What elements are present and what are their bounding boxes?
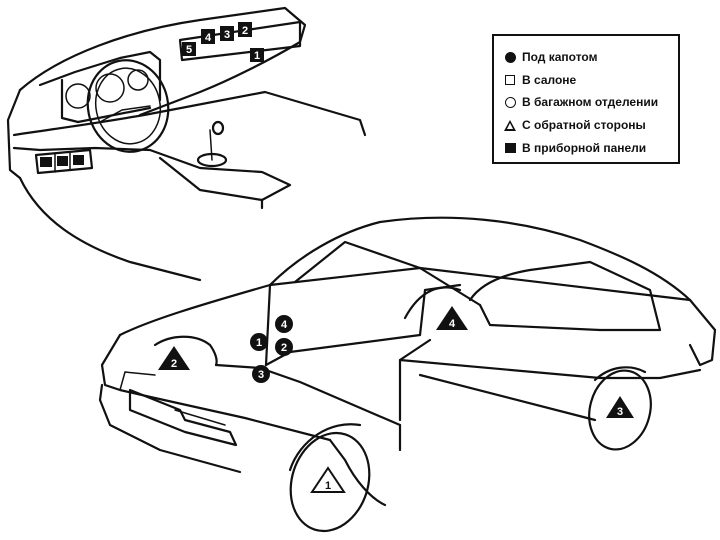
open-square-icon: [504, 74, 516, 86]
hood-marker: 4: [275, 315, 293, 333]
legend-label: Под капотом: [522, 50, 598, 65]
svg-text:2: 2: [281, 342, 287, 354]
svg-text:1: 1: [325, 480, 331, 492]
hood-marker: 3: [252, 365, 270, 383]
svg-text:4: 4: [449, 318, 456, 330]
dashboard-marker: 1: [250, 48, 264, 62]
dashboard-illustration: [6, 6, 367, 282]
svg-text:2: 2: [171, 358, 177, 370]
dashboard-marker: 4: [201, 29, 215, 44]
dashboard-marker: 5: [182, 42, 196, 56]
legend-label: С обратной стороны: [522, 118, 646, 133]
hood-marker: 2: [275, 338, 293, 356]
svg-text:3: 3: [258, 369, 264, 381]
legend: Под капотом В салоне В багажном отделени…: [492, 34, 680, 164]
svg-text:1: 1: [256, 337, 262, 349]
triangle-icon: [504, 119, 516, 131]
legend-label: В приборной панели: [522, 140, 647, 155]
car-illustration: [98, 216, 717, 533]
filled-circle-icon: [504, 51, 516, 63]
legend-item: В приборной панели: [504, 136, 670, 159]
legend-item: В багажном отделении: [504, 91, 670, 114]
svg-text:4: 4: [281, 319, 288, 331]
triangle-marker: 1: [310, 466, 346, 493]
svg-text:3: 3: [224, 29, 230, 41]
legend-label: В салоне: [522, 72, 577, 87]
legend-item: С обратной стороны: [504, 114, 670, 137]
filled-square-icon: [504, 142, 516, 154]
svg-text:1: 1: [254, 50, 260, 62]
dashboard-marker: 2: [238, 22, 252, 37]
open-circle-icon: [504, 96, 516, 108]
svg-text:5: 5: [186, 44, 192, 56]
triangle-marker: 4: [436, 306, 468, 330]
triangle-marker: 2: [158, 346, 190, 370]
dashboard-marker: 3: [220, 26, 234, 41]
svg-text:4: 4: [205, 32, 212, 44]
legend-item: В салоне: [504, 69, 670, 92]
svg-text:2: 2: [242, 25, 248, 37]
legend-item: Под капотом: [504, 46, 670, 69]
triangle-marker: 3: [606, 396, 634, 418]
hood-marker: 1: [250, 333, 268, 351]
svg-text:3: 3: [617, 406, 623, 418]
legend-label: В багажном отделении: [522, 95, 659, 110]
